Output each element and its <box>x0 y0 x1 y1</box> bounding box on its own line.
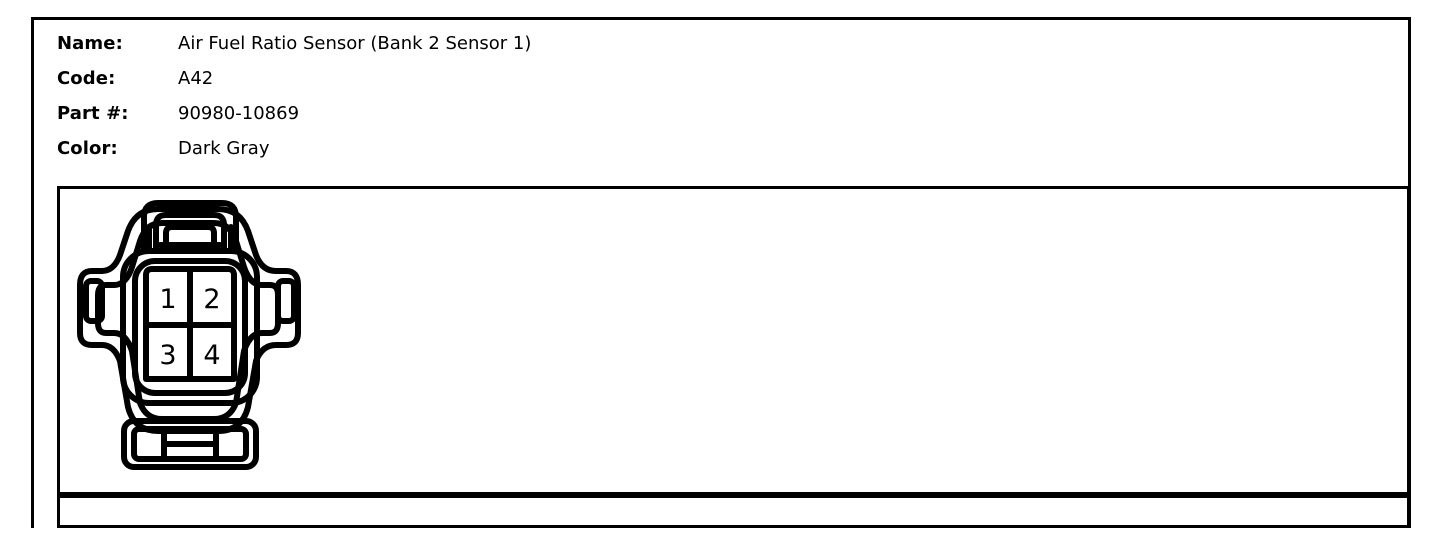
info-row-code: Code: A42 <box>57 61 957 96</box>
connector-housing-outer <box>120 248 260 406</box>
connector-latch-outer <box>141 200 239 254</box>
connector-housing-inner <box>132 258 248 396</box>
connector-bottom-flange-inner <box>131 426 249 462</box>
connector-diagram-box: 1 2 3 4 <box>57 186 1410 495</box>
connector-side-tab-left <box>83 278 105 324</box>
connector-latch-middle <box>153 212 227 254</box>
pin-label-3: 3 <box>159 340 176 371</box>
connector-illustration: 1 2 3 4 <box>60 189 320 492</box>
label-color: Color: <box>57 138 118 159</box>
value-code: A42 <box>178 68 214 89</box>
label-name: Name: <box>57 33 123 54</box>
connector-info-block: Name: Air Fuel Ratio Sensor (Bank 2 Sens… <box>57 26 957 166</box>
diagram-footer-strip <box>57 495 1410 528</box>
info-row-name: Name: Air Fuel Ratio Sensor (Bank 2 Sens… <box>57 26 957 61</box>
pin-label-4: 4 <box>203 340 220 371</box>
value-part-number: 90980-10869 <box>178 103 300 124</box>
info-row-color: Color: Dark Gray <box>57 131 957 166</box>
value-name: Air Fuel Ratio Sensor (Bank 2 Sensor 1) <box>178 33 532 54</box>
info-row-part-number: Part #: 90980-10869 <box>57 96 957 131</box>
value-color: Dark Gray <box>178 138 270 159</box>
pin-label-1: 1 <box>159 284 176 315</box>
connector-svg: 1 2 3 4 <box>77 200 301 470</box>
pin-grid-outline <box>143 266 237 382</box>
connector-latch-inner <box>163 224 217 252</box>
connector-side-tab-right <box>275 278 297 324</box>
label-code: Code: <box>57 68 116 89</box>
pin-label-2: 2 <box>203 284 220 315</box>
label-part-number: Part #: <box>57 103 129 124</box>
connector-bottom-flange-outer <box>121 418 259 470</box>
